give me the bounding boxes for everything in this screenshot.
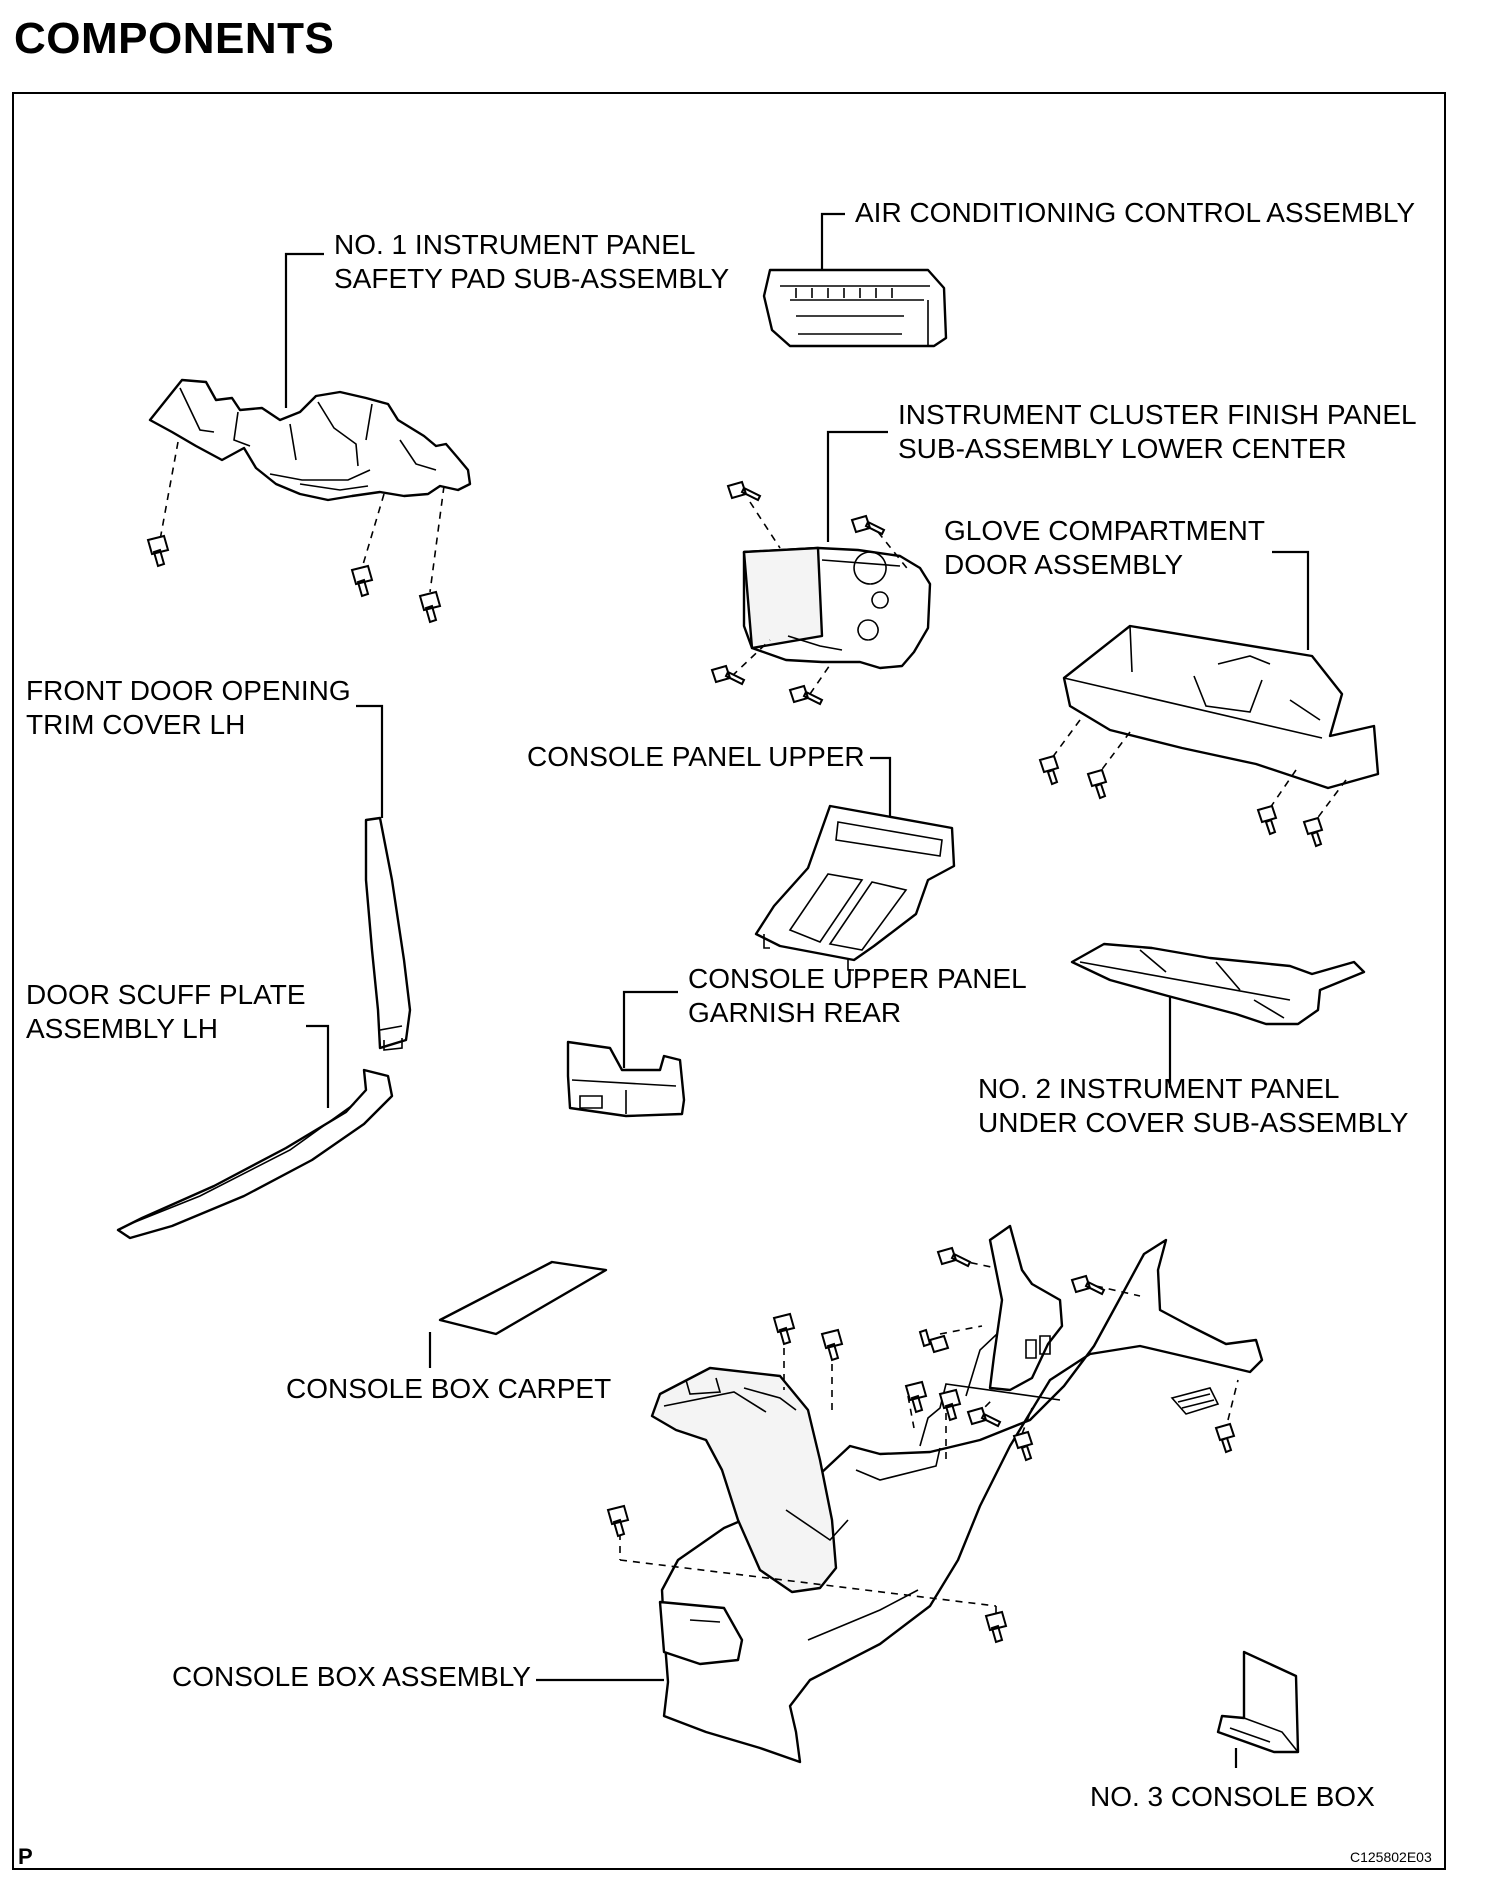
glove-compartment-part	[1038, 624, 1380, 848]
under-cover-part	[1070, 942, 1366, 1026]
svg-text:CONSOLE UPPER PANEL: CONSOLE UPPER PANEL	[688, 963, 1027, 994]
svg-text:GLOVE COMPARTMENT: GLOVE COMPARTMENT	[944, 515, 1265, 546]
svg-text:UNDER COVER SUB-ASSEMBLY: UNDER COVER SUB-ASSEMBLY	[978, 1107, 1409, 1138]
svg-text:FRONT DOOR OPENING: FRONT DOOR OPENING	[26, 675, 351, 706]
front-door-trim-part	[364, 816, 412, 1051]
svg-text:NO. 1 INSTRUMENT PANEL: NO. 1 INSTRUMENT PANEL	[334, 229, 695, 260]
safety-pad-part	[146, 378, 472, 624]
svg-text:ASSEMBLY LH: ASSEMBLY LH	[26, 1013, 218, 1044]
svg-text:NO. 2 INSTRUMENT PANEL: NO. 2 INSTRUMENT PANEL	[978, 1073, 1339, 1104]
svg-text:TRIM COVER LH: TRIM COVER LH	[26, 709, 245, 740]
door-scuff-plate-part	[116, 1068, 394, 1240]
svg-text:GARNISH REAR: GARNISH REAR	[688, 997, 901, 1028]
label-door-scuff-plate: DOOR SCUFF PLATE ASSEMBLY LH	[26, 979, 306, 1044]
leader-lines	[284, 212, 1310, 1768]
corner-mark: P	[18, 1844, 33, 1869]
console-panel-upper-part	[754, 804, 956, 971]
svg-text:DOOR SCUFF PLATE: DOOR SCUFF PLATE	[26, 979, 306, 1010]
console-box-assembly-part	[606, 1224, 1264, 1764]
svg-text:DOOR ASSEMBLY: DOOR ASSEMBLY	[944, 549, 1183, 580]
label-console-panel-upper: CONSOLE PANEL UPPER	[527, 741, 865, 772]
label-safety-pad: NO. 1 INSTRUMENT PANEL SAFETY PAD SUB-AS…	[334, 229, 730, 294]
figure-code: C125802E03	[1350, 1849, 1432, 1865]
console-upper-garnish-part	[566, 1040, 686, 1118]
label-no3-console-box: NO. 3 CONSOLE BOX	[1090, 1781, 1375, 1812]
cluster-finish-panel-part	[710, 480, 932, 706]
label-under-cover: NO. 2 INSTRUMENT PANEL UNDER COVER SUB-A…	[978, 1073, 1409, 1138]
label-front-door-trim: FRONT DOOR OPENING TRIM COVER LH	[26, 675, 351, 740]
label-air-conditioning: AIR CONDITIONING CONTROL ASSEMBLY	[855, 197, 1415, 228]
diagram-frame	[12, 92, 1446, 1870]
svg-text:SUB-ASSEMBLY LOWER CENTER: SUB-ASSEMBLY LOWER CENTER	[898, 433, 1347, 464]
svg-text:INSTRUMENT CLUSTER FINISH PANE: INSTRUMENT CLUSTER FINISH PANEL	[898, 399, 1417, 430]
label-console-box-carpet: CONSOLE BOX CARPET	[286, 1373, 611, 1404]
no3-console-box-part	[1216, 1650, 1300, 1754]
svg-text:SAFETY PAD SUB-ASSEMBLY: SAFETY PAD SUB-ASSEMBLY	[334, 263, 730, 294]
label-console-box-assembly: CONSOLE BOX ASSEMBLY	[172, 1661, 531, 1692]
label-console-upper-garnish: CONSOLE UPPER PANEL GARNISH REAR	[688, 963, 1027, 1028]
console-box-carpet-part	[438, 1260, 608, 1336]
page-title: COMPONENTS	[14, 14, 335, 63]
label-cluster-finish-panel: INSTRUMENT CLUSTER FINISH PANEL SUB-ASSE…	[898, 399, 1417, 464]
air-conditioning-control-part	[762, 268, 948, 348]
label-glove-compartment: GLOVE COMPARTMENT DOOR ASSEMBLY	[944, 515, 1265, 580]
